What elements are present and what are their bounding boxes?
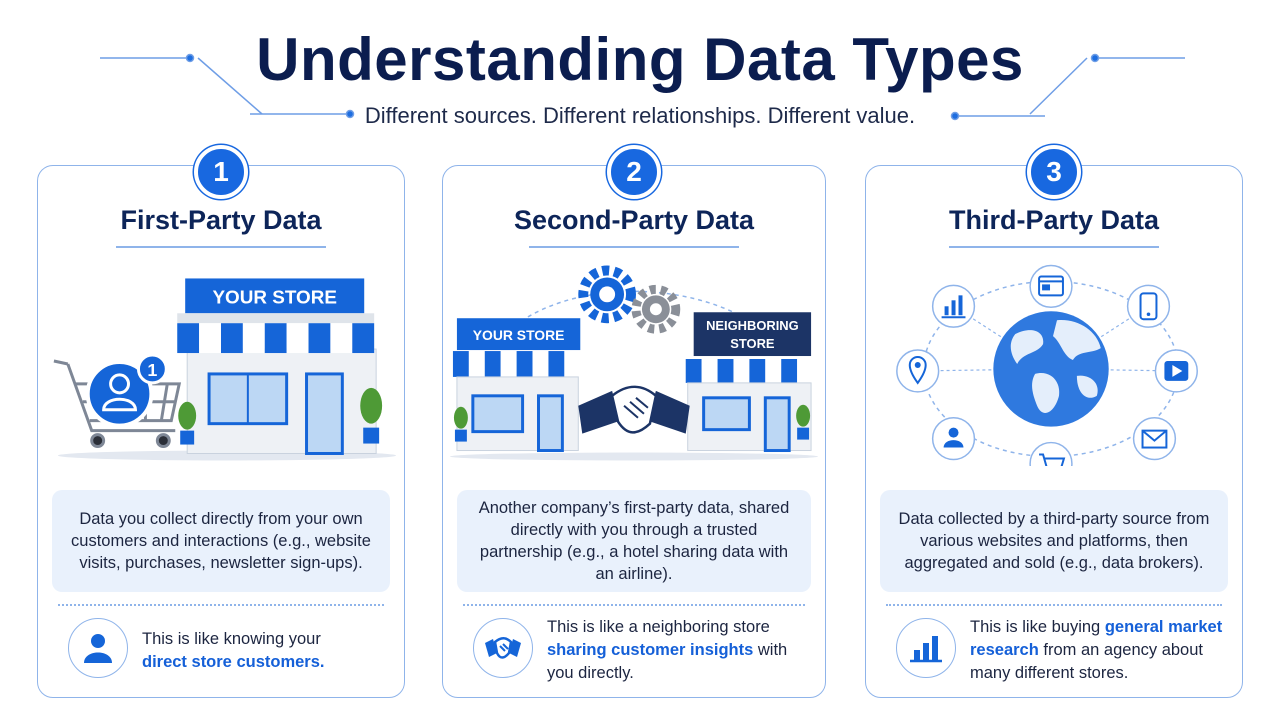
card-number-badge: 2	[607, 145, 661, 199]
neighbor-sign-line2: STORE	[730, 336, 775, 351]
first-party-illustration: YOUR STORE	[53, 278, 397, 461]
user-icon	[84, 634, 112, 663]
card-third-party: 3 Third-Party Data	[865, 145, 1243, 698]
card-number-badge: 1	[194, 145, 248, 199]
store-sign-text: YOUR STORE	[473, 327, 565, 343]
neighbor-sign-line1: NEIGHBORING	[706, 318, 799, 333]
notification-badge-text: 1	[147, 360, 157, 380]
card-number-badge: 3	[1027, 145, 1081, 199]
dotted-divider	[463, 604, 805, 606]
card-title: Third-Party Data	[948, 205, 1160, 235]
card-description: Data you collect directly from your own …	[52, 490, 390, 592]
analogy-text: This is like buying general market resea…	[970, 618, 1223, 682]
third-party-illustration	[896, 264, 1198, 466]
card-first-party: 1 First-Party Data YOUR STORE	[37, 145, 405, 698]
email-icon	[1132, 416, 1177, 461]
title-divider	[529, 246, 739, 248]
card-title: First-Party Data	[120, 205, 322, 235]
analogy-text: This is like a neighboring store sharing…	[547, 618, 788, 682]
card-description: Data collected by a third-party source f…	[880, 490, 1228, 592]
video-play-icon	[1154, 349, 1198, 393]
analogy-bar-chart-icon	[896, 618, 956, 678]
store-icon: YOUR STORE	[177, 278, 377, 455]
mobile-icon	[1126, 284, 1171, 328]
user-icon: 1	[85, 353, 168, 428]
handshake-icon	[578, 385, 690, 434]
card-description: Another company’s first-party data, shar…	[457, 490, 811, 592]
title-divider	[116, 246, 326, 248]
analogy-handshake-icon	[473, 618, 533, 678]
location-pin-icon	[896, 349, 940, 393]
bar-chart-icon	[931, 284, 976, 328]
user-icon	[931, 416, 976, 461]
globe-icon	[993, 311, 1109, 427]
cart-icon	[1029, 441, 1073, 466]
neighbor-store-icon: NEIGHBORING STORE	[685, 312, 814, 453]
gear-icon	[578, 265, 681, 334]
card-title: Second-Party Data	[513, 205, 755, 235]
browser-icon	[1029, 264, 1073, 309]
store-sign-text: YOUR STORE	[212, 287, 336, 308]
analogy-user-icon	[68, 618, 128, 678]
plant-icon	[178, 387, 383, 445]
page-title: Understanding Data Types	[256, 26, 1024, 93]
dotted-divider	[58, 604, 384, 606]
page-subtitle: Different sources. Different relationshi…	[364, 103, 916, 128]
analogy-text: This is like knowing your direct store c…	[142, 630, 325, 671]
handshake-icon	[485, 637, 521, 659]
bar-chart-icon	[910, 636, 942, 663]
store-icon: YOUR STORE	[452, 318, 581, 453]
dotted-divider	[886, 604, 1222, 606]
card-second-party: 2 Second-Party Data YOUR STORE	[442, 145, 826, 698]
second-party-illustration: YOUR STORE NEIGHBORING STORE	[449, 265, 819, 461]
title-divider	[949, 246, 1159, 248]
